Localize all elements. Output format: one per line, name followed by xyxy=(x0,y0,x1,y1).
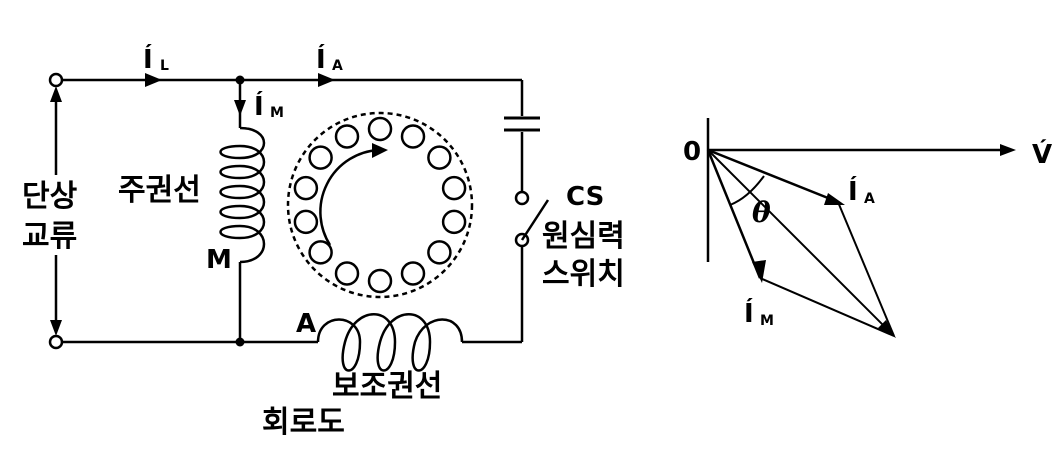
main-winding-coil xyxy=(219,126,266,264)
rotor-slot xyxy=(308,240,333,265)
voltage-label: V́ xyxy=(1032,138,1052,170)
junction-top xyxy=(235,75,245,85)
ia-arrowhead xyxy=(824,193,845,205)
ia-label: Í xyxy=(848,175,858,207)
aux-winding-coil xyxy=(316,313,464,372)
parallelogram-side-m xyxy=(759,277,895,337)
origin-label: 0 xyxy=(683,137,701,167)
aux-current-arrow xyxy=(318,73,335,87)
voltage-arrowhead xyxy=(1000,144,1016,156)
line-current-sub: L xyxy=(160,58,169,74)
diagram-caption: 회로도 xyxy=(262,405,345,440)
source-terminal-top xyxy=(48,72,64,88)
motor-rotor xyxy=(286,111,474,299)
rotor-slot xyxy=(400,124,426,149)
switch-label-1: 원심력 xyxy=(542,219,625,254)
circuit-labels: Í L Í A Í M 단상 교류 주권선 M A 보조권선 CS 원심력 스위… xyxy=(22,43,625,440)
line-current-label: Í xyxy=(143,43,153,75)
aux-current-sub: A xyxy=(332,58,343,74)
rotor-slot xyxy=(441,209,467,235)
phasor-labels: 0 V́ Í A Í M θ xyxy=(683,137,1052,329)
parallelogram-side-a xyxy=(837,201,895,337)
switch-code: CS xyxy=(566,182,604,212)
ia-phasor xyxy=(707,148,839,204)
rotor-slot xyxy=(427,145,452,170)
line-current-arrow xyxy=(145,73,162,87)
switch-blade xyxy=(520,199,550,241)
angle-label: θ xyxy=(752,196,771,229)
aux-current-label: Í xyxy=(316,43,326,75)
rotor-outline xyxy=(286,111,474,299)
rotor-slot xyxy=(293,175,319,201)
switch-label-2: 스위치 xyxy=(542,257,625,292)
rotor-slot xyxy=(427,240,452,265)
main-current-label: Í xyxy=(254,90,264,122)
circuit-diagram xyxy=(48,72,550,372)
rotation-arc xyxy=(319,148,379,246)
junction-bottom xyxy=(235,337,245,347)
source-label-2: 교류 xyxy=(22,219,77,254)
il-arrowhead xyxy=(878,320,896,338)
phasor-diagram xyxy=(706,118,1016,338)
rotor-slot xyxy=(293,209,319,235)
source-label-1: 단상 xyxy=(22,179,78,214)
im-arrowhead xyxy=(752,260,766,283)
rotor-slot xyxy=(367,268,393,294)
angle-arc xyxy=(729,175,765,206)
main-current-arrow xyxy=(234,100,246,116)
rotor-slot xyxy=(367,116,393,142)
rotor-slot xyxy=(308,145,333,170)
aux-winding-label: 보조권선 xyxy=(332,369,442,404)
ia-sub: A xyxy=(864,191,875,207)
main-current-sub: M xyxy=(270,105,284,121)
rotation-arrow xyxy=(372,143,388,158)
rotor-slots xyxy=(293,116,467,294)
il-phasor xyxy=(707,149,893,335)
rotor-slot xyxy=(334,124,360,149)
im-sub: M xyxy=(760,313,774,329)
im-label: Í xyxy=(744,297,754,329)
source-terminal-bottom xyxy=(48,334,64,350)
aux-winding-letter: A xyxy=(296,309,316,339)
switch-terminal-top xyxy=(514,190,530,206)
rotor-slot xyxy=(400,261,426,286)
im-phasor xyxy=(706,149,762,279)
main-winding-label: 주권선 xyxy=(118,173,201,208)
main-winding-letter: M xyxy=(206,245,232,275)
rotor-slot xyxy=(334,261,360,286)
rotor-slot xyxy=(441,175,467,201)
